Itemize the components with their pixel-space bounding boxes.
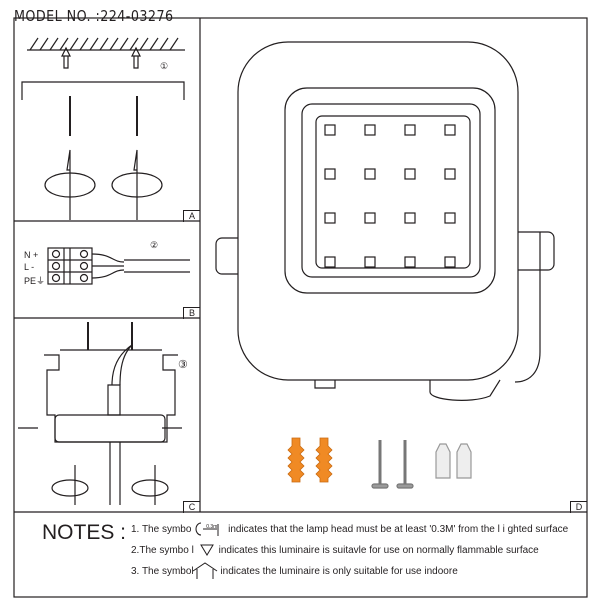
note-prefix: 3. The symbol (131, 566, 194, 577)
screw-head-icon (371, 483, 414, 489)
outer-frame (13, 17, 588, 598)
panel-label: C (183, 501, 200, 513)
led-chip (364, 212, 376, 224)
panel-label: A (183, 210, 200, 222)
wire-label-pe: PE⏚ (24, 276, 46, 286)
led-chip (404, 212, 416, 224)
led-chip (444, 168, 456, 180)
screw-icon (378, 440, 407, 485)
mounting-bracket (21, 81, 185, 100)
cable (91, 253, 190, 279)
led-grid (324, 124, 456, 268)
led-chip (324, 168, 336, 180)
notes-title: NOTES : (42, 521, 127, 544)
panel-label: D (570, 501, 587, 513)
wall-plug-icon (61, 46, 141, 69)
wire-label-n: N + (24, 250, 39, 260)
led-chip (364, 168, 376, 180)
note-text: indicates the luminaire is only suitable… (220, 566, 458, 577)
distance-symbol-icon (195, 522, 219, 536)
note-2: 2.The symbo l indicates this luminaire i… (131, 545, 539, 556)
symbol-label: 0.3m (206, 524, 218, 530)
led-chip (444, 212, 456, 224)
note-text: indicates that the lamp head must be at … (228, 524, 569, 535)
led-chip (324, 256, 336, 268)
note-prefix: 2.The symbo l (131, 545, 194, 556)
floodlight-drawing (215, 41, 555, 401)
note-1: 1. The symbo 0.3m indicates that the lam… (131, 524, 568, 535)
led-chip (444, 124, 456, 136)
step-number: ② (150, 240, 159, 250)
wire-label-l: L - (24, 262, 35, 272)
wire-connector-icon (435, 443, 472, 479)
screw-icon (87, 322, 133, 350)
junction-box (18, 344, 182, 505)
flammable-symbol-icon (200, 544, 214, 556)
led-chip (324, 124, 336, 136)
led-chip (364, 124, 376, 136)
model-number: MODEL NO. :224-03276 (14, 7, 174, 25)
terminal-block (47, 247, 93, 285)
indoor-symbol-icon (192, 562, 218, 579)
led-chip (404, 256, 416, 268)
rotate-arrow-icon (44, 149, 163, 220)
wall-anchor-icon (287, 437, 333, 483)
led-chip (324, 212, 336, 224)
screw-icon (69, 96, 138, 136)
led-chip (364, 256, 376, 268)
led-chip (404, 168, 416, 180)
note-3: 3. The symbol indicates the luminaire is… (131, 566, 458, 577)
led-chip (444, 256, 456, 268)
step-number: ③ (178, 359, 188, 371)
panel-label: B (183, 307, 200, 319)
step-number: ① (160, 61, 169, 71)
ceiling-hatch (27, 37, 185, 51)
note-prefix: 1. The symbo (131, 524, 192, 535)
led-chip (404, 124, 416, 136)
note-text: indicates this luminaire is suitavle for… (218, 545, 539, 556)
